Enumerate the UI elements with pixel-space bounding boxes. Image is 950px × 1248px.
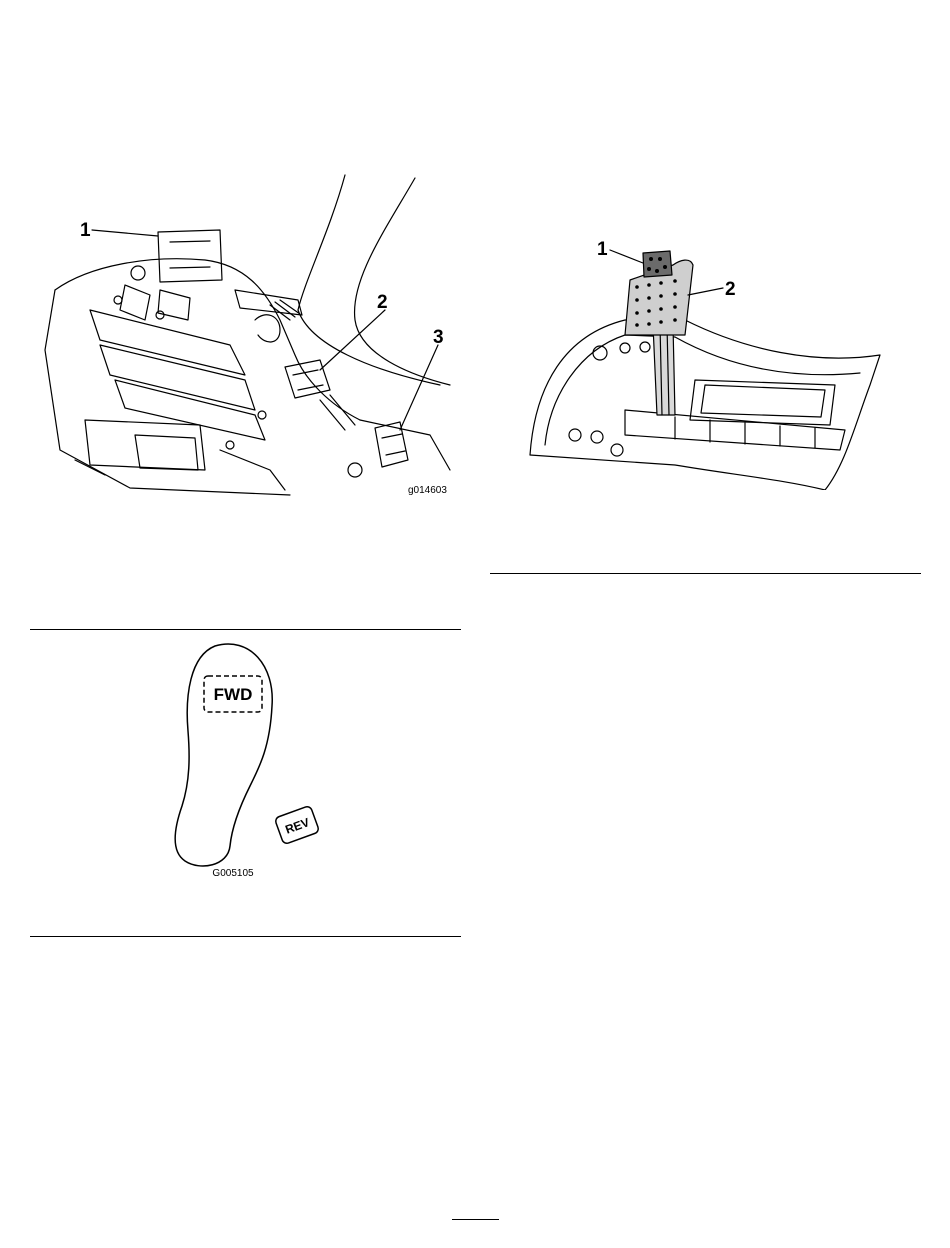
fwd-label: FWD [214,685,253,704]
figure3-code: G005105 [212,868,254,879]
pedal-closeup-illustration: 1 2 [525,225,890,490]
figure-pedal-closeup: 1 2 [525,225,890,490]
foot-pedal-diagram: FWD REV G005105 [160,636,360,881]
figure-pedals-overview: 1 2 3 g014603 [30,170,470,505]
divider-left-bottom [30,936,461,937]
figure1-callout-1: 1 [80,220,91,241]
figure1-callout-2: 2 [377,292,388,313]
divider-left-top [30,629,461,630]
figure2-callout-2: 2 [725,279,736,300]
rev-label: REV [283,815,311,837]
page-number-line [452,1219,499,1220]
pedal-floor-illustration: 1 2 3 g014603 [30,170,470,505]
divider-right [490,573,921,574]
figure1-callout-3: 3 [433,327,444,348]
foot-outline [175,644,272,866]
figure1-code: g014603 [408,485,447,496]
figure-forward-reverse: FWD REV G005105 [160,636,360,881]
figure2-callout-1: 1 [597,239,608,260]
